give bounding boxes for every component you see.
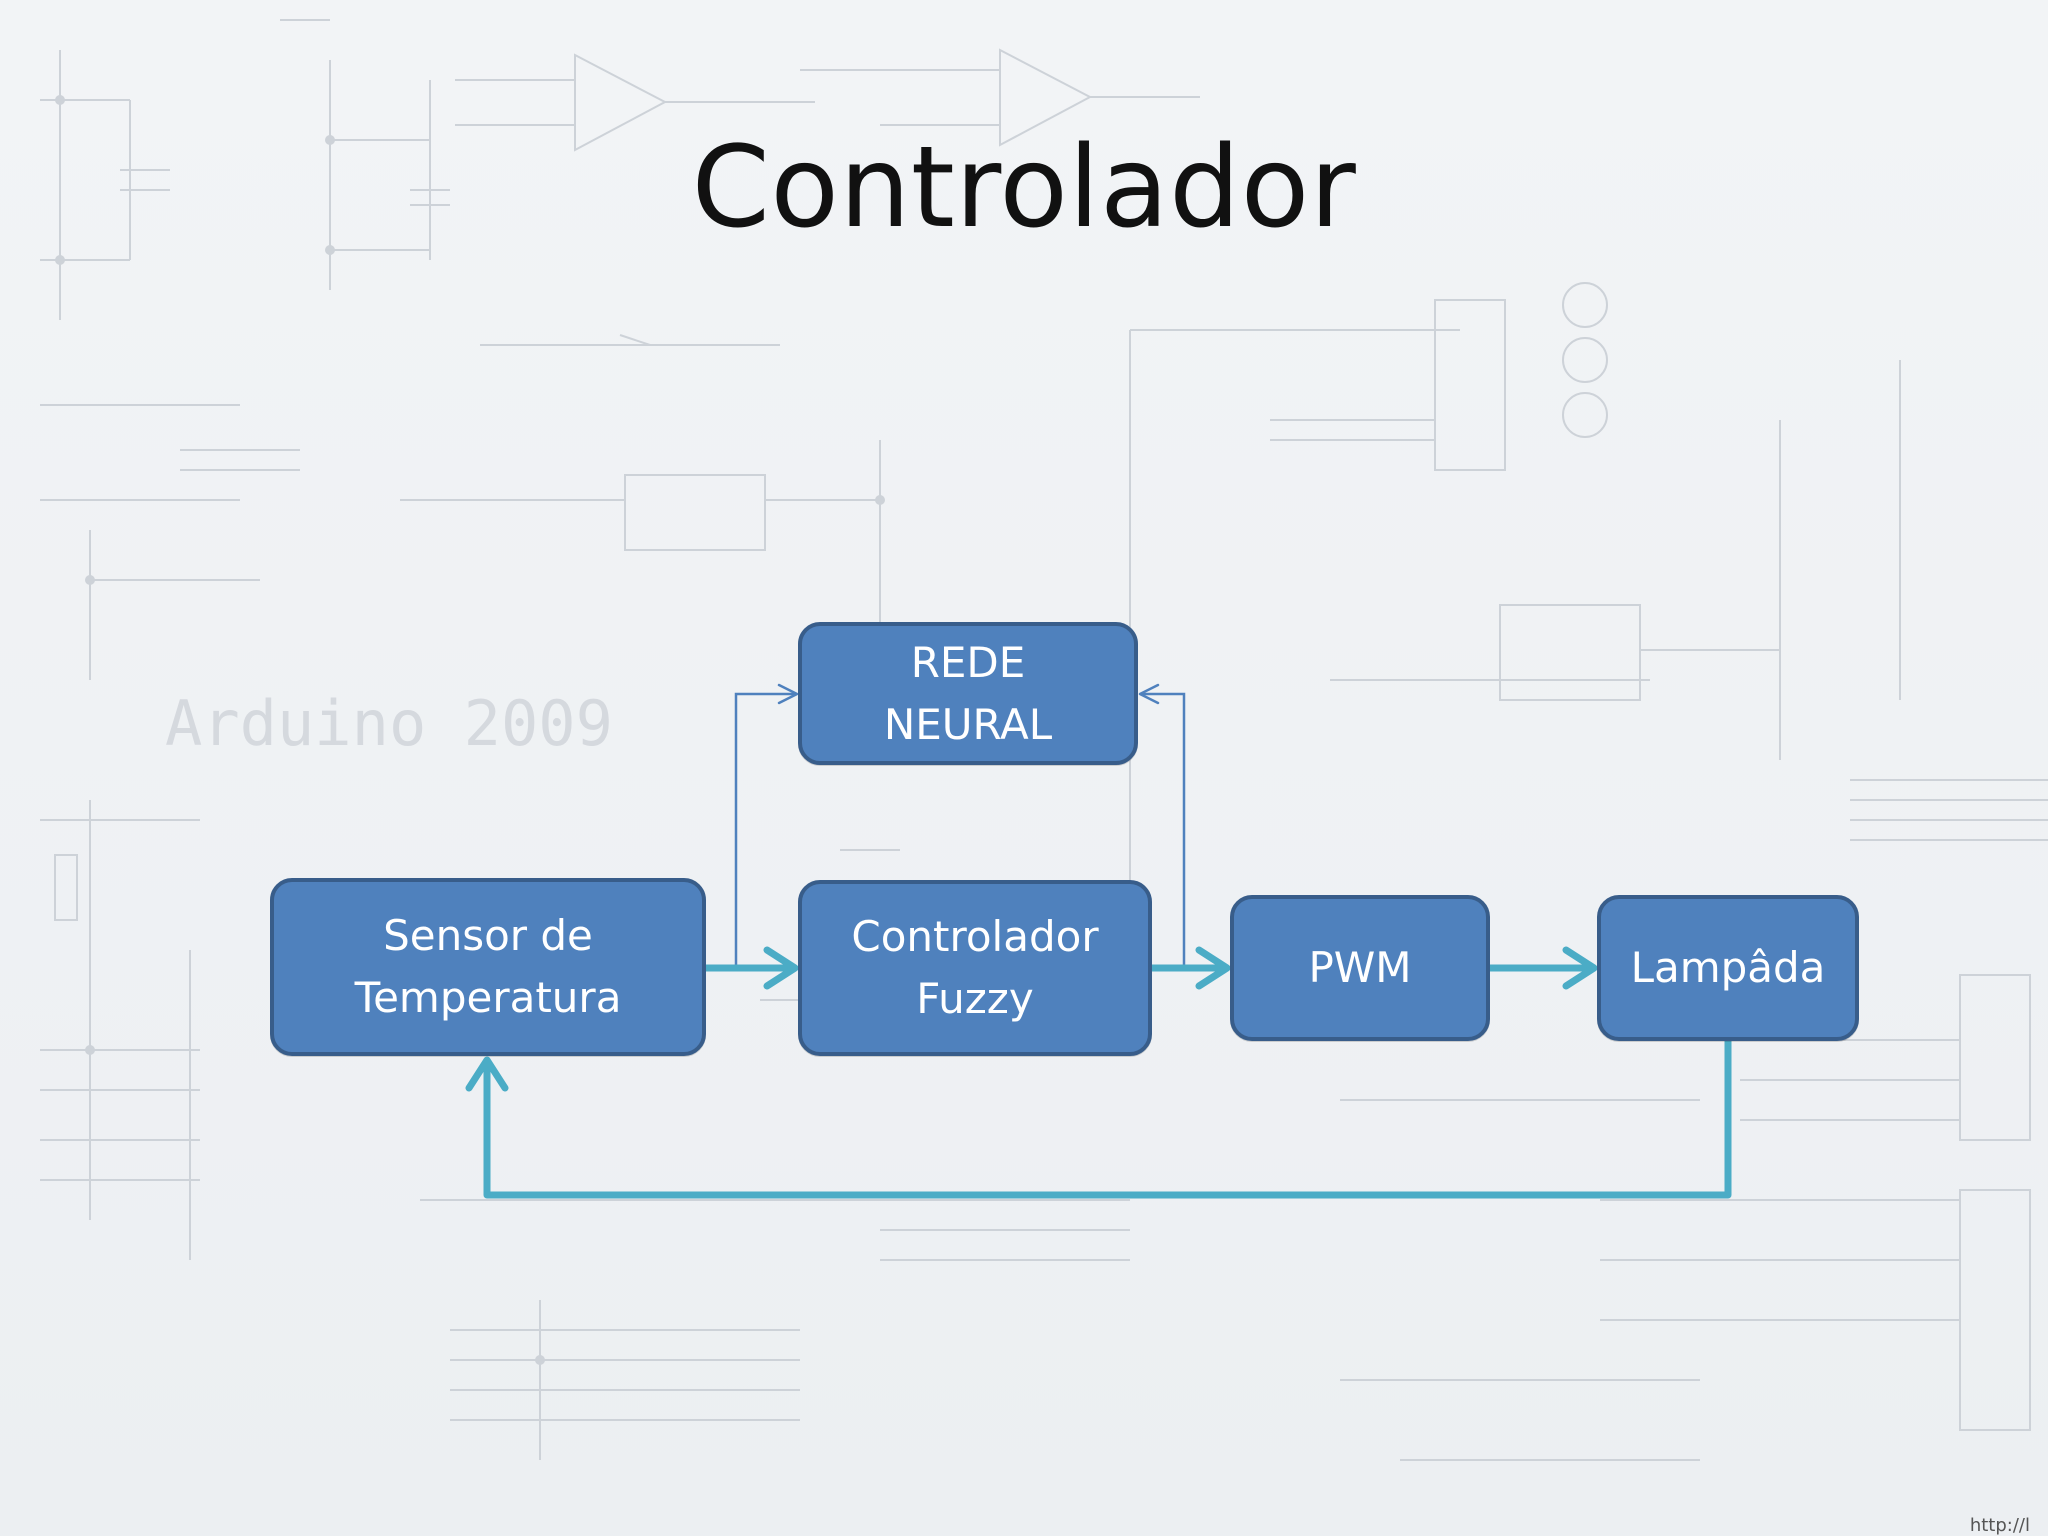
block-lampada-label: Lampâda: [1630, 943, 1826, 992]
footer-url: http://l: [1969, 1515, 2030, 1536]
watermark-text: Arduino 2009: [165, 687, 613, 760]
block-pwm-label: PWM: [1308, 943, 1412, 992]
block-pwm: PWM: [1230, 895, 1490, 1041]
slide-title: Controlador: [691, 123, 1357, 253]
block-sensor-de-temperatura: Sensor de Temperatura: [270, 878, 706, 1056]
block-fuzzy-label: Controlador Fuzzy: [851, 912, 1099, 1023]
block-lampada: Lampâda: [1597, 895, 1859, 1041]
block-controlador-fuzzy: Controlador Fuzzy: [798, 880, 1152, 1056]
block-rede-neural-label: REDE NEURAL: [883, 637, 1053, 749]
block-sensor-label: Sensor de Temperatura: [354, 911, 622, 1022]
block-rede-neural: REDE NEURAL: [798, 622, 1138, 765]
